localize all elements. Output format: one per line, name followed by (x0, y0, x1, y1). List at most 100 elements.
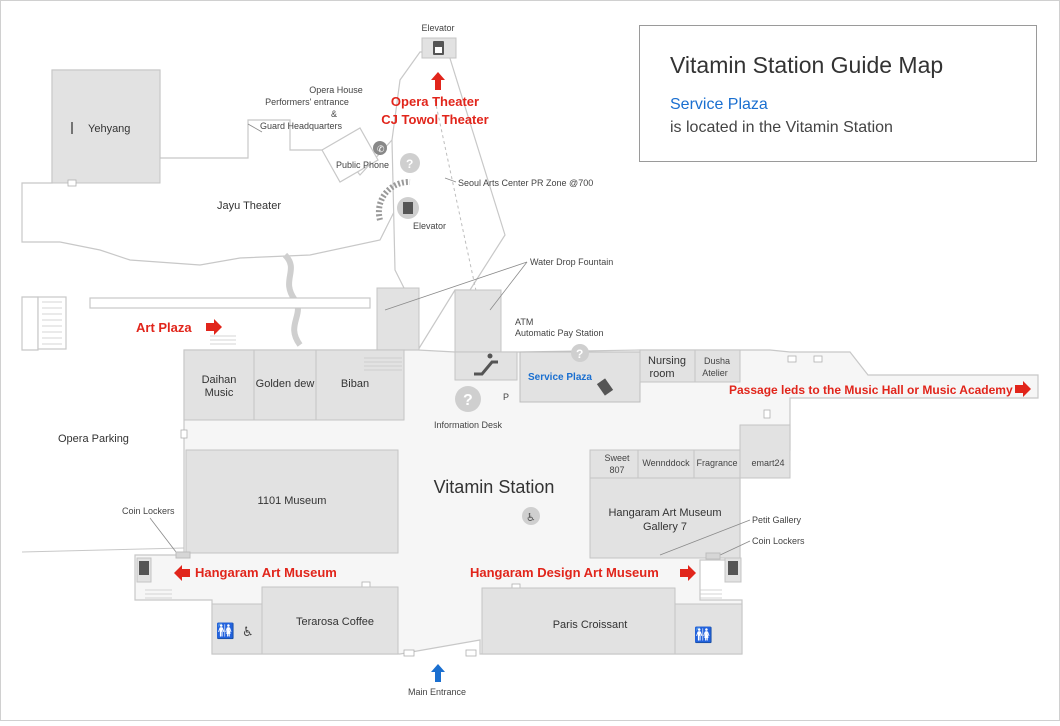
steps-lines (42, 301, 62, 345)
music-label: Music (205, 387, 234, 399)
art-plaza-stairs (210, 335, 236, 345)
lower-stairs-left (145, 589, 172, 599)
question-glyph: ? (463, 392, 473, 409)
jayu-theater-label: Jayu Theater (217, 200, 281, 212)
coin-leader-left (149, 517, 177, 553)
terarosa-coffee-room (261, 586, 399, 655)
golden-dew-room (253, 349, 317, 421)
emart24-label: emart24 (751, 458, 784, 468)
ampersand-label: & (331, 109, 337, 119)
automatic-pay-station-label: Automatic Pay Station (515, 328, 604, 338)
water-drop-fountain-label: Water Drop Fountain (530, 257, 613, 267)
information-desk-label: Information Desk (434, 420, 503, 430)
vitamin-station-label: Vitamin Station (434, 477, 555, 497)
elevator-icon (728, 561, 738, 575)
passage-label[interactable]: Passage leds to the Music Hall or Music … (729, 383, 1013, 397)
parking-edge (21, 547, 185, 553)
art-plaza-label[interactable]: Art Plaza (136, 320, 192, 335)
guide-description: is located in the Vitamin Station (670, 119, 893, 136)
passage-door-a (787, 355, 797, 363)
sweet-label: Sweet (604, 453, 630, 463)
passage-door-b (813, 355, 823, 363)
hangaram-gallery-label: Hangaram Art Museum (608, 507, 721, 519)
daihan-music-room (183, 349, 255, 421)
atm-label: ATM (515, 317, 533, 327)
passage-door-c (763, 409, 771, 419)
restroom-right (674, 603, 743, 655)
seoul-leader (444, 177, 457, 183)
parking-sign: P (503, 392, 509, 402)
golden-dew-label: Golden dew (256, 378, 315, 390)
atelier-label: Atelier (702, 368, 728, 378)
phone-glyph: ✆ (377, 144, 385, 154)
museum-1101-label: 1101 Museum (258, 495, 327, 507)
elevator-mid-label: Elevator (413, 221, 446, 231)
guide-legend-box: Vitamin Station Guide Map Service Plaza … (639, 25, 1037, 162)
question-icon[interactable] (571, 344, 589, 362)
restroom-left (211, 603, 263, 655)
pillar-left (376, 287, 420, 351)
main-door-left (403, 649, 415, 657)
wheelchair-glyph: ♿ (526, 512, 536, 524)
coin-lockers-right-label: Coin Lockers (752, 536, 805, 546)
main-entrance-label[interactable]: Main Entrance (408, 687, 466, 697)
guard-headquarters-label: Guard Headquarters (260, 121, 343, 131)
wheelchair-icon: ♿ (242, 624, 254, 639)
seoul-arts-center-label: Seoul Arts Center PR Zone @700 (458, 178, 593, 188)
corridor-dashed-line (434, 99, 479, 301)
service-plaza-label[interactable]: Service Plaza (528, 372, 592, 383)
art-plaza-ledge (89, 297, 371, 309)
arrow-icon (680, 565, 696, 581)
daihan-label: Daihan (202, 374, 237, 386)
yehyang-door (67, 179, 77, 187)
emart24-room (739, 424, 791, 479)
lower-stairs-right (700, 589, 722, 599)
fountain-leader-a (384, 261, 528, 311)
yehyang-room (51, 69, 161, 184)
opera-theater-label[interactable]: Opera Theater (391, 94, 479, 109)
nursing-label: Nursing (648, 355, 686, 367)
hangaram-art-museum-label[interactable]: Hangaram Art Museum (195, 565, 337, 580)
escalator-icon (474, 353, 498, 376)
coin-leader-right (717, 540, 751, 557)
art-plaza-area (21, 296, 39, 351)
restroom-icon: 🚻 (694, 626, 713, 644)
question-icon[interactable] (400, 153, 420, 173)
question-icon[interactable] (455, 386, 481, 412)
main-door-right (465, 649, 477, 657)
fountain-leader-b (489, 261, 528, 311)
atm-icon (596, 378, 614, 396)
hangaram-design-art-museum-label[interactable]: Hangaram Design Art Museum (470, 565, 659, 580)
hangaram-gallery-room (589, 477, 741, 559)
arrow-icon (174, 565, 190, 581)
elevator-icon (433, 41, 444, 55)
arrow-icon (206, 319, 222, 335)
arrow-icon (1015, 381, 1031, 397)
paris-croissant-room (481, 587, 676, 655)
escalator-area (454, 351, 518, 381)
guard-leader (247, 123, 263, 133)
gallery-7-label: Gallery 7 (643, 521, 687, 533)
question-glyph: ? (406, 157, 413, 171)
wennddock-label: Wennddock (642, 458, 690, 468)
dusha-atelier-room (694, 349, 741, 383)
sweet-807-label: 807 (609, 465, 624, 475)
room-label: room (649, 368, 674, 380)
guide-title: Vitamin Station Guide Map (670, 52, 944, 78)
coin-lockers-left-label: Coin Lockers (122, 506, 175, 516)
staircase (375, 178, 411, 221)
parking-door (180, 429, 188, 439)
wheelchair-icon (522, 507, 540, 525)
biban-stairs (364, 357, 402, 371)
paris-croissant-label: Paris Croissant (553, 619, 628, 631)
elevator-icon (139, 561, 149, 575)
guide-highlight[interactable]: Service Plaza (670, 96, 768, 113)
terarosa-coffee-label: Terarosa Coffee (296, 616, 374, 628)
pillar-right (454, 289, 502, 353)
dusha-label: Dusha (704, 356, 730, 366)
public-phone-label: Public Phone (336, 160, 389, 170)
cj-towol-theater-label[interactable]: CJ Towol Theater (381, 112, 488, 127)
coin-lockers-left (175, 551, 191, 559)
